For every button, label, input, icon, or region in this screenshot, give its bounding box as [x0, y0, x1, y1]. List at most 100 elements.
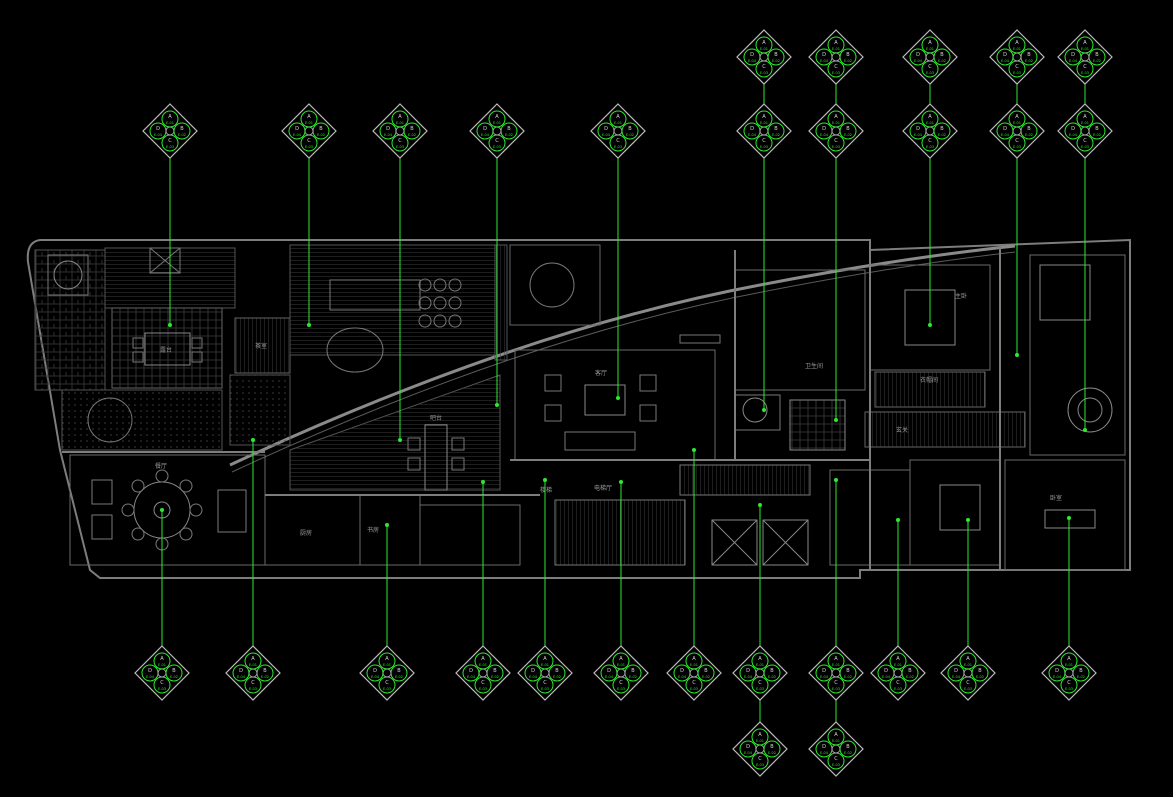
svg-text:E-04: E-04 — [602, 133, 611, 137]
svg-text:A: A — [251, 656, 255, 662]
svg-text:E-01: E-01 — [383, 663, 391, 667]
svg-text:C: C — [543, 680, 547, 686]
svg-text:A: A — [834, 732, 838, 738]
svg-text:E-03: E-03 — [383, 687, 391, 691]
kitchen-room — [264, 494, 361, 566]
svg-text:E-04: E-04 — [882, 675, 891, 679]
sideboard — [217, 489, 247, 533]
svg-text:C: C — [619, 680, 623, 686]
svg-text:D: D — [916, 52, 920, 58]
svg-text:E-01: E-01 — [617, 663, 625, 667]
stone-area — [229, 374, 291, 446]
svg-text:B: B — [978, 668, 982, 674]
room-label-kitchen: 厨房 — [300, 529, 312, 537]
room-label-terrace: 露台 — [160, 346, 172, 354]
tea-deck — [234, 317, 291, 374]
svg-text:A: A — [168, 114, 172, 120]
svg-text:E-01: E-01 — [894, 663, 902, 667]
svg-text:B: B — [180, 126, 184, 132]
svg-text:A: A — [616, 114, 620, 120]
svg-text:E-01: E-01 — [760, 121, 768, 125]
svg-text:B: B — [1079, 668, 1083, 674]
svg-text:B: B — [846, 668, 850, 674]
curved-wall-inner — [231, 251, 1016, 473]
svg-text:A: A — [896, 656, 900, 662]
svg-text:D: D — [607, 668, 611, 674]
pergola-grid — [111, 307, 223, 389]
svg-text:D: D — [822, 744, 826, 750]
room-label-stair: 楼梯 — [540, 486, 552, 494]
svg-text:E-01: E-01 — [1081, 121, 1089, 125]
svg-text:E-03: E-03 — [541, 687, 549, 691]
leader-dot — [692, 448, 696, 452]
svg-text:E-03: E-03 — [396, 145, 404, 149]
svg-text:E-01: E-01 — [396, 121, 404, 125]
svg-text:E-02: E-02 — [1093, 59, 1101, 63]
svg-text:D: D — [148, 668, 152, 674]
svg-text:E-02: E-02 — [938, 133, 946, 137]
bath-core — [734, 269, 866, 391]
desk — [1044, 509, 1096, 529]
svg-text:E-01: E-01 — [614, 121, 622, 125]
svg-text:E-03: E-03 — [690, 687, 698, 691]
garden-patio — [509, 244, 601, 326]
wall-segments — [62, 245, 1001, 570]
svg-text:B: B — [770, 668, 774, 674]
svg-text:E-02: E-02 — [626, 133, 634, 137]
svg-text:E-02: E-02 — [395, 675, 403, 679]
living-chairs — [544, 374, 657, 422]
svg-text:C: C — [758, 680, 762, 686]
svg-text:D: D — [822, 126, 826, 132]
svg-text:E-04: E-04 — [146, 675, 155, 679]
svg-text:D: D — [750, 126, 754, 132]
svg-text:E-02: E-02 — [844, 675, 852, 679]
svg-text:C: C — [307, 138, 311, 144]
svg-text:C: C — [834, 756, 838, 762]
svg-text:A: A — [398, 114, 402, 120]
elevator-1 — [711, 519, 758, 566]
svg-text:D: D — [483, 126, 487, 132]
room-label-living: 客厅 — [595, 369, 607, 377]
svg-text:E-01: E-01 — [305, 121, 313, 125]
svg-text:E-01: E-01 — [926, 47, 934, 51]
svg-text:A: A — [966, 656, 970, 662]
leader-dot — [1067, 516, 1071, 520]
room-label-study: 书房 — [367, 526, 379, 534]
svg-text:E-02: E-02 — [317, 133, 325, 137]
svg-text:C: C — [928, 138, 932, 144]
svg-text:C: C — [896, 680, 900, 686]
svg-text:B: B — [631, 668, 635, 674]
tree-top — [53, 260, 83, 290]
svg-text:E-04: E-04 — [529, 675, 538, 679]
svg-text:C: C — [481, 680, 485, 686]
svg-text:D: D — [156, 126, 160, 132]
dining-room-wall — [69, 454, 266, 566]
svg-text:E-01: E-01 — [926, 121, 934, 125]
svg-text:C: C — [762, 138, 766, 144]
svg-text:C: C — [1015, 138, 1019, 144]
svg-text:E-03: E-03 — [305, 145, 313, 149]
leader-dot — [543, 478, 547, 482]
svg-text:E-02: E-02 — [772, 59, 780, 63]
svg-text:E-01: E-01 — [756, 663, 764, 667]
svg-text:E-02: E-02 — [702, 675, 710, 679]
leader-dot — [896, 518, 900, 522]
kitchen-island — [424, 424, 448, 491]
svg-text:E-04: E-04 — [481, 133, 490, 137]
boardwalk — [494, 244, 508, 361]
svg-text:E-02: E-02 — [170, 675, 178, 679]
svg-text:D: D — [884, 668, 888, 674]
svg-text:C: C — [398, 138, 402, 144]
svg-text:E-03: E-03 — [249, 687, 257, 691]
bar-stools — [407, 437, 465, 471]
svg-text:E-04: E-04 — [820, 675, 829, 679]
sofa — [564, 431, 636, 451]
svg-text:D: D — [746, 744, 750, 750]
svg-text:B: B — [846, 126, 850, 132]
